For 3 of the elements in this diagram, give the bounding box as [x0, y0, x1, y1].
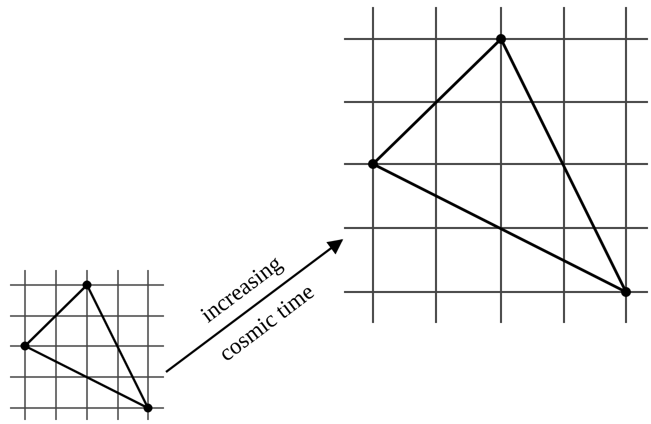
arrow: [165, 239, 344, 373]
grid-drawing: [342, 5, 650, 325]
grid-drawing: [8, 268, 166, 422]
